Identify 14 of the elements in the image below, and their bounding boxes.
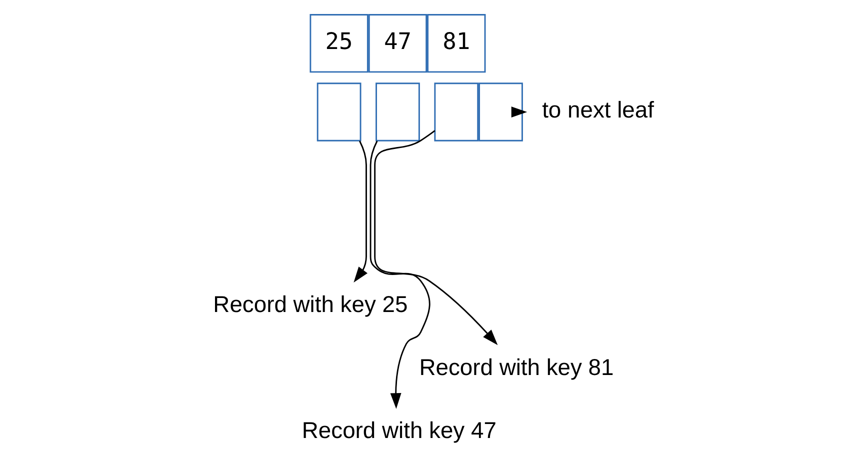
arrow [511, 106, 528, 118]
node-text: to next leaf [542, 96, 654, 122]
arrow [374, 130, 498, 345]
node-box [434, 82, 479, 141]
node-text: Record with key 25 [213, 290, 408, 317]
node-box [376, 82, 420, 141]
node-box: 47 [368, 14, 428, 72]
arrow [354, 140, 368, 282]
node-box: 25 [310, 14, 368, 72]
node-text: Record with key 81 [419, 354, 614, 380]
node-box: 81 [427, 14, 486, 72]
arrow [370, 140, 430, 408]
node-box [316, 82, 362, 141]
node-text: Record with key 47 [302, 416, 496, 442]
